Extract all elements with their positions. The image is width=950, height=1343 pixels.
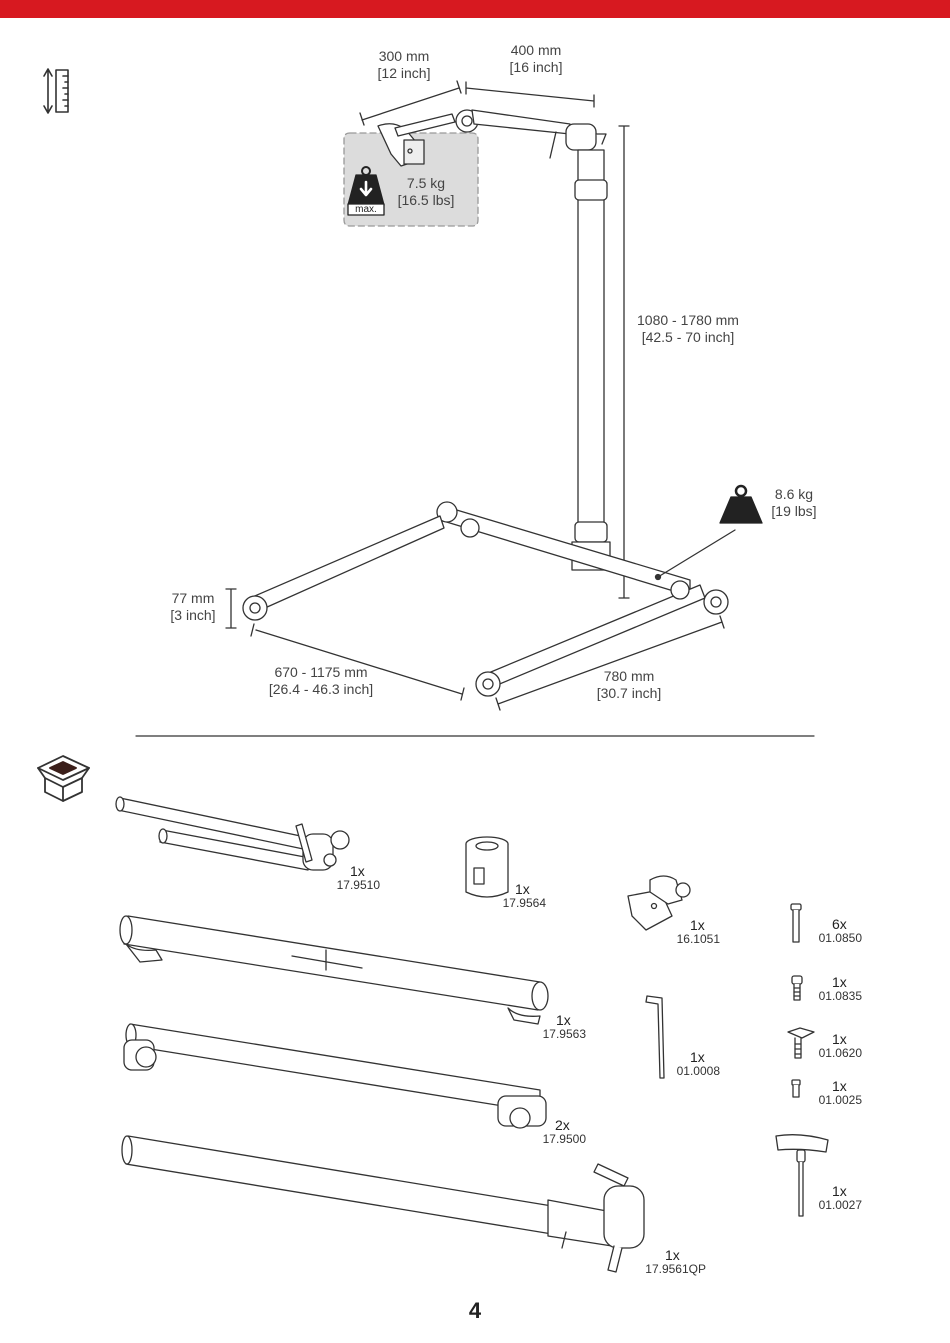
- part-label-01-0027: 1x 01.0027: [818, 1183, 862, 1212]
- part-label-01-0008: 1x 01.0008: [676, 1049, 720, 1078]
- part-label-17-9500: 2x 17.9500: [542, 1117, 586, 1146]
- stand-weight-indicator: [654, 484, 763, 581]
- part-label-01-0025: 1x 01.0025: [818, 1078, 862, 1107]
- dimension-lines: [225, 80, 725, 711]
- box-contents-icon: [37, 755, 90, 802]
- part-label-17-9563: 1x 17.9563: [542, 1012, 586, 1041]
- part-01-0025-screw: [791, 1079, 801, 1098]
- part-17-9564-sleeve: [465, 836, 509, 898]
- weight-icon: [347, 166, 385, 216]
- arm-long-dimension: 400 mm [16 inch]: [509, 42, 563, 75]
- part-label-01-0835: 1x 01.0835: [818, 974, 862, 1003]
- measuring-ruler-icon: [43, 68, 69, 114]
- part-label-01-0620: 1x 01.0620: [818, 1031, 862, 1060]
- part-01-0027-t-handle: [775, 1134, 829, 1217]
- part-label-17-9564: 1x 17.9564: [502, 881, 546, 910]
- part-label-01-0850: 6x 01.0850: [818, 916, 862, 945]
- max-load-value: 7.5 kg [16.5 lbs]: [397, 175, 455, 208]
- part-17-9510-arm: [115, 796, 350, 871]
- part-01-0850-bolt: [790, 903, 802, 943]
- top-accent-bar: [0, 0, 950, 18]
- base-length-dimension: 670 - 1175 mm [26.4 - 46.3 inch]: [268, 664, 374, 697]
- stand-weight-value: 8.6 kg [19 lbs]: [771, 486, 817, 519]
- max-label: max.: [355, 204, 377, 215]
- part-label-17-9510: 1x 17.9510: [336, 863, 380, 892]
- base-width-dimension: 780 mm [30.7 inch]: [596, 668, 662, 701]
- part-01-0620-lever: [787, 1027, 815, 1059]
- part-17-9563-base-rail: [119, 915, 549, 1025]
- part-label-17-9561qp: 1x 17.9561QP: [645, 1247, 706, 1276]
- stand-arm: [394, 109, 607, 159]
- page-number: 4: [468, 1298, 482, 1323]
- height-dimension: 1080 - 1780 mm [42.5 - 70 inch]: [637, 312, 739, 345]
- stand-base: [242, 501, 729, 697]
- base-height-dimension: 77 mm [3 inch]: [170, 590, 216, 623]
- part-label-16-1051: 1x 16.1051: [676, 917, 720, 946]
- stand-column: [571, 149, 611, 571]
- part-01-0835-bolt: [791, 975, 803, 1001]
- part-17-9561qp-column: [121, 1135, 645, 1273]
- part-01-0008-hex-key: [645, 995, 665, 1079]
- part-16-1051-clamp: [627, 875, 691, 931]
- arm-short-dimension: 300 mm [12 inch]: [377, 48, 431, 81]
- part-17-9500-leg: [123, 1023, 547, 1129]
